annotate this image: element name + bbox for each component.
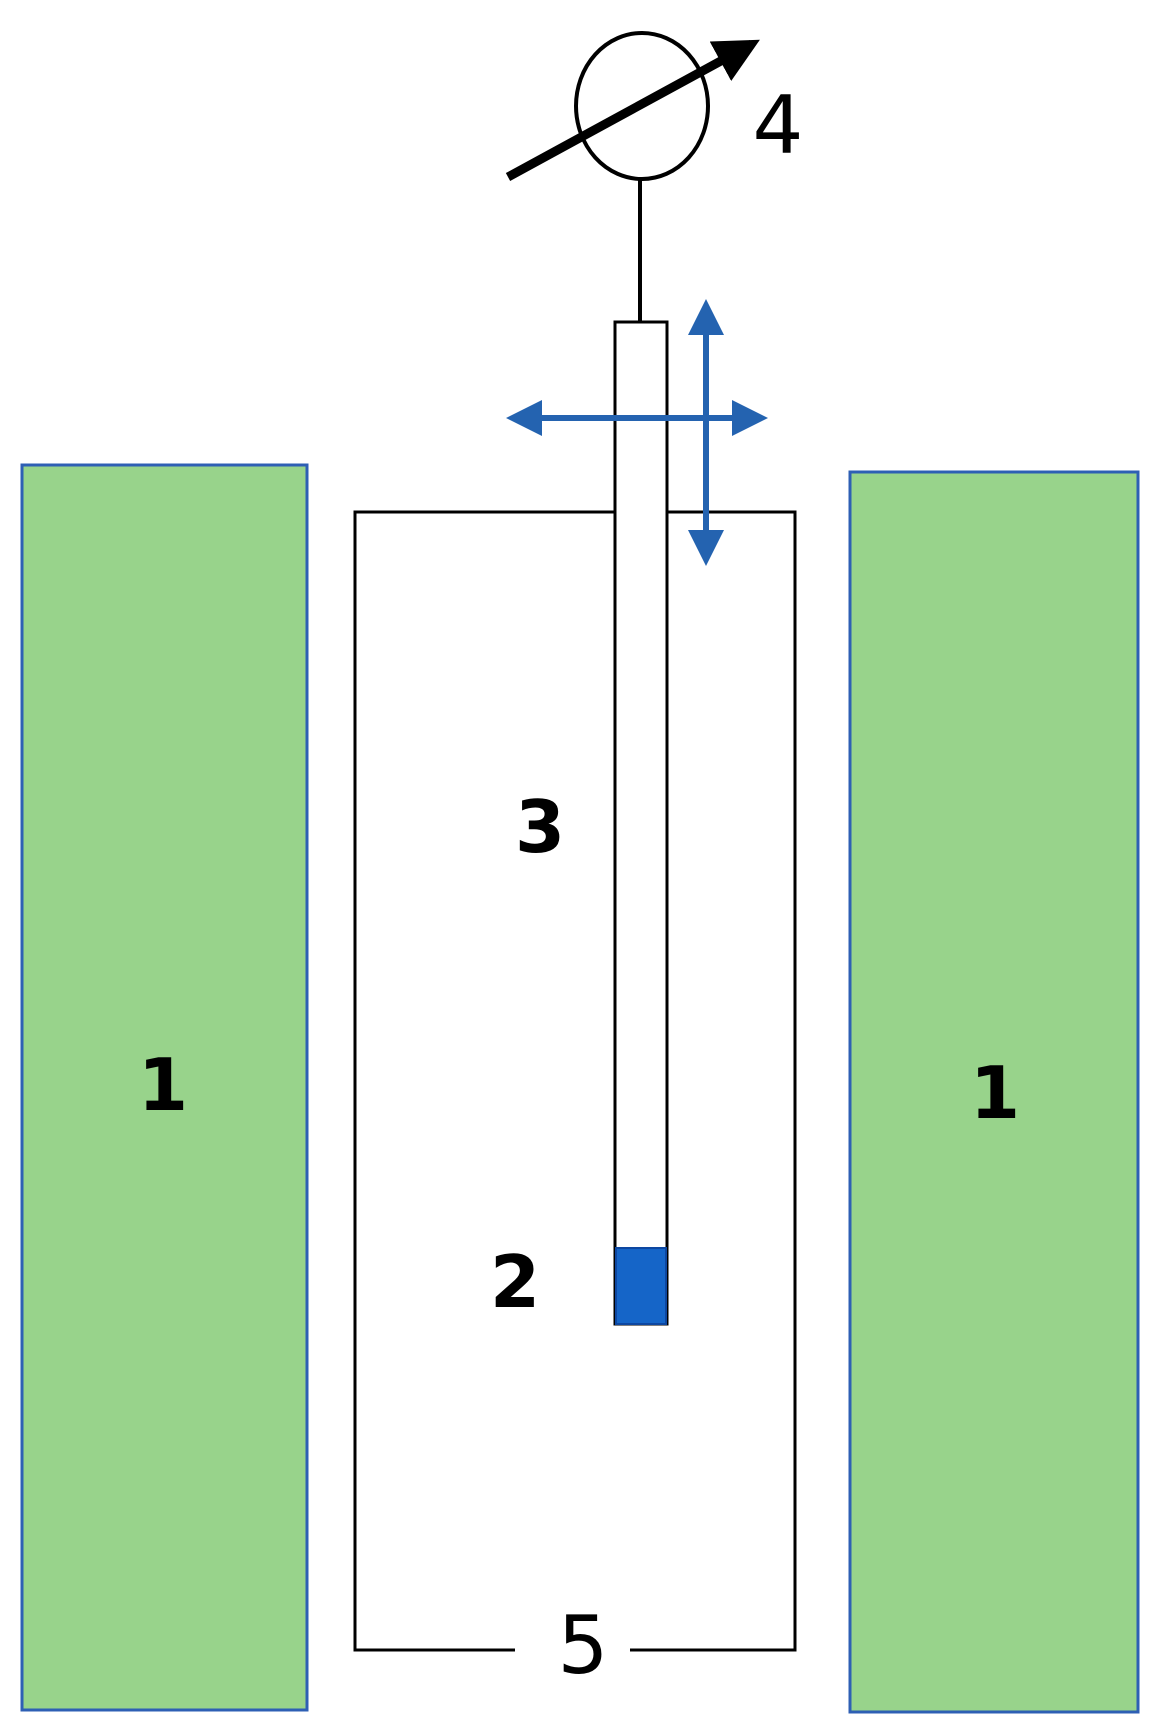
sample-block: [615, 1247, 667, 1325]
magnet-left-label: 1: [138, 1043, 188, 1127]
magnet-left: 1: [20, 463, 309, 1712]
container: 5: [353, 510, 797, 1692]
rod-label: 3: [515, 785, 565, 869]
container-outline: [353, 510, 797, 1652]
sample-rod-body: [613, 320, 669, 1326]
sample-rod: 3 2: [490, 320, 669, 1326]
bidirectional-arrows-icon: [506, 299, 768, 566]
magnet-left-body: [20, 463, 309, 1712]
sample-label: 2: [490, 1240, 540, 1324]
rotator-label: 4: [753, 79, 804, 172]
rotator: 4: [505, 31, 804, 322]
magnet-right: 1: [848, 470, 1140, 1714]
magnet-right-body: [848, 470, 1140, 1714]
magnet-right-label: 1: [970, 1051, 1020, 1135]
rotator-arrow: [505, 39, 760, 181]
container-label: 5: [558, 1599, 609, 1692]
